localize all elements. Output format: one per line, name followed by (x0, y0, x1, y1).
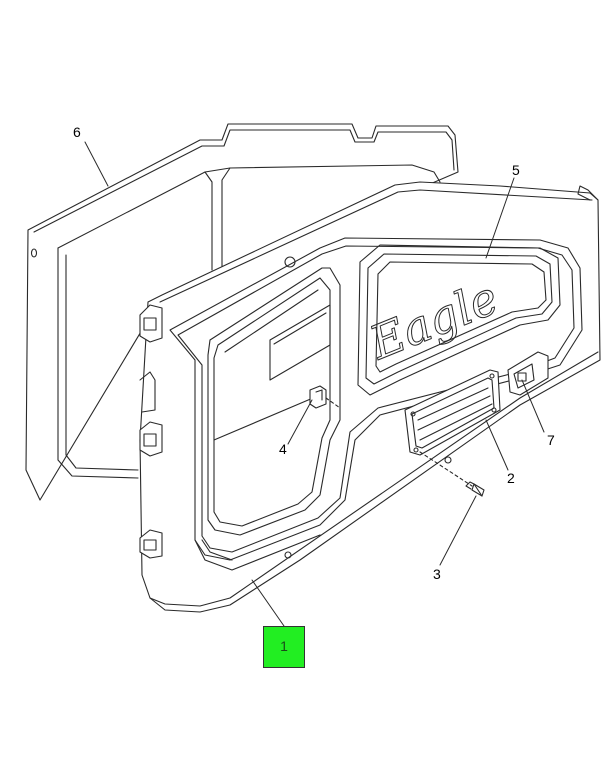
leader-lines (84, 141, 545, 627)
armrest-pull-cup-part-2 (404, 369, 501, 456)
backing-panel-part-6 (25, 123, 459, 501)
callout-2: 2 (507, 470, 515, 486)
callout-4: 4 (279, 441, 287, 457)
callout-6: 6 (73, 124, 81, 140)
callout-1-highlighted[interactable]: 1 (263, 626, 305, 668)
retainer-clip-part-4 (309, 385, 327, 409)
upper-trim-insert-part-5 (284, 244, 561, 396)
panel-side-clips (139, 304, 163, 559)
callout-5: 5 (512, 162, 520, 178)
callout-7: 7 (547, 432, 555, 448)
callout-3: 3 (433, 566, 441, 582)
door-pocket-recess (207, 267, 341, 536)
door-trim-panel-part-1 (139, 181, 601, 613)
screw-part-3 (465, 481, 485, 497)
